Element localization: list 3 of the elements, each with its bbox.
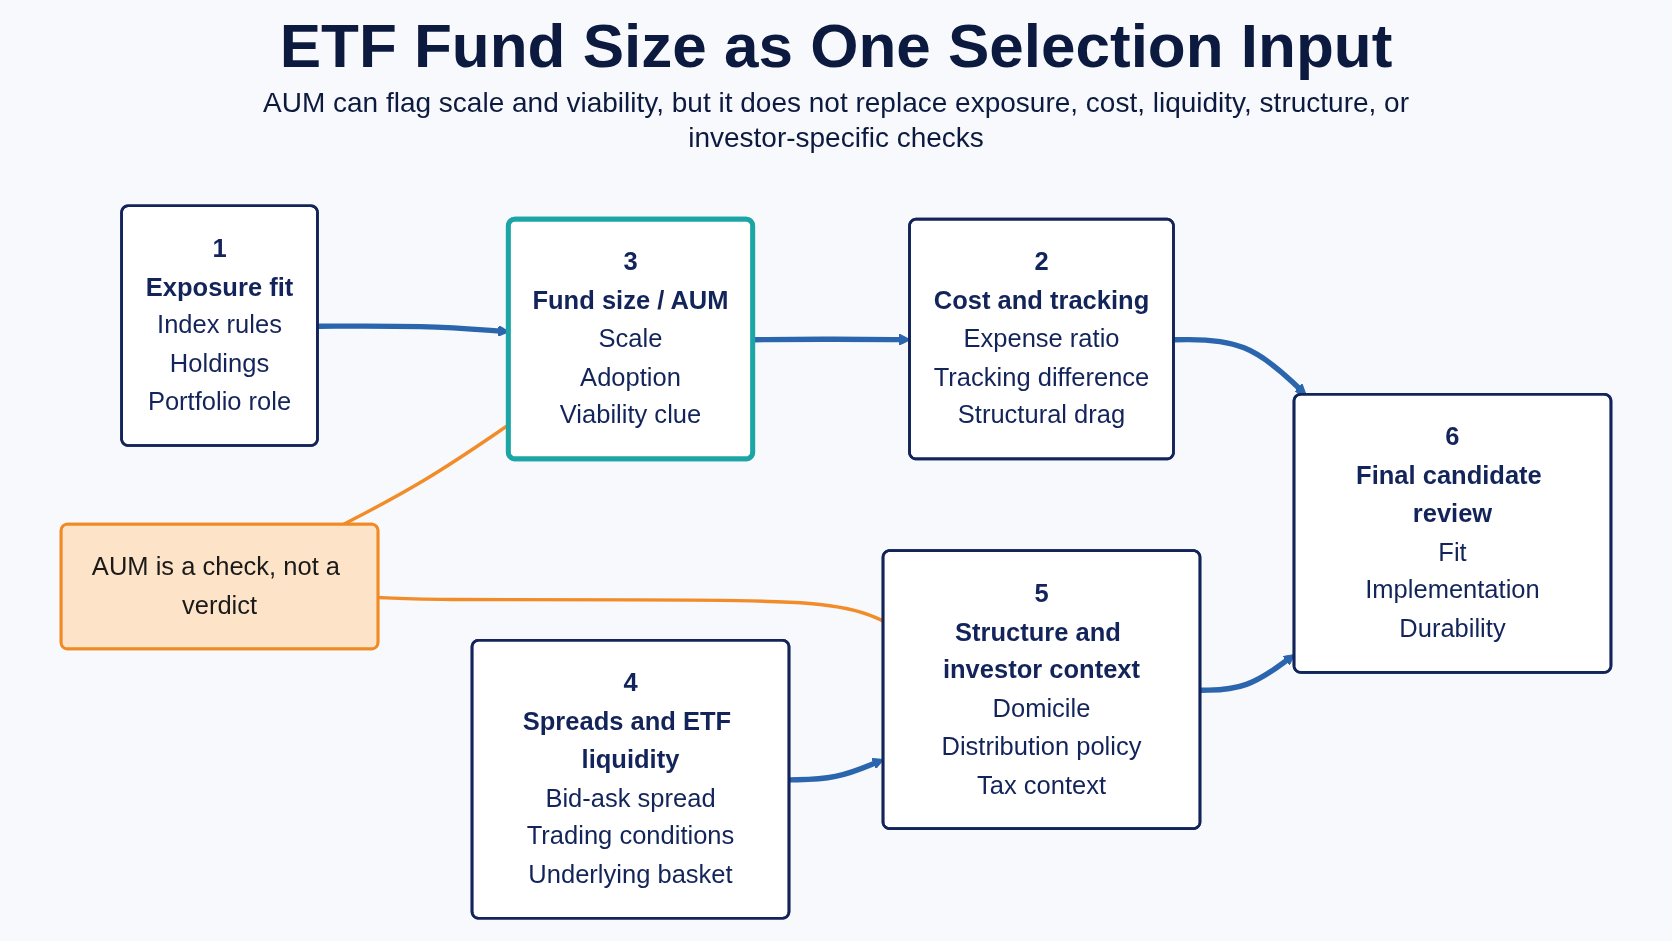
subtitle: AUM can flag scale and viability, but it does not replace exposure, cost, liquidity, structure, or investor-specific checks [262, 86, 1410, 156]
title: ETF Fund Size as One Selection Input [279, 10, 1393, 82]
arrow [1174, 336, 1307, 396]
